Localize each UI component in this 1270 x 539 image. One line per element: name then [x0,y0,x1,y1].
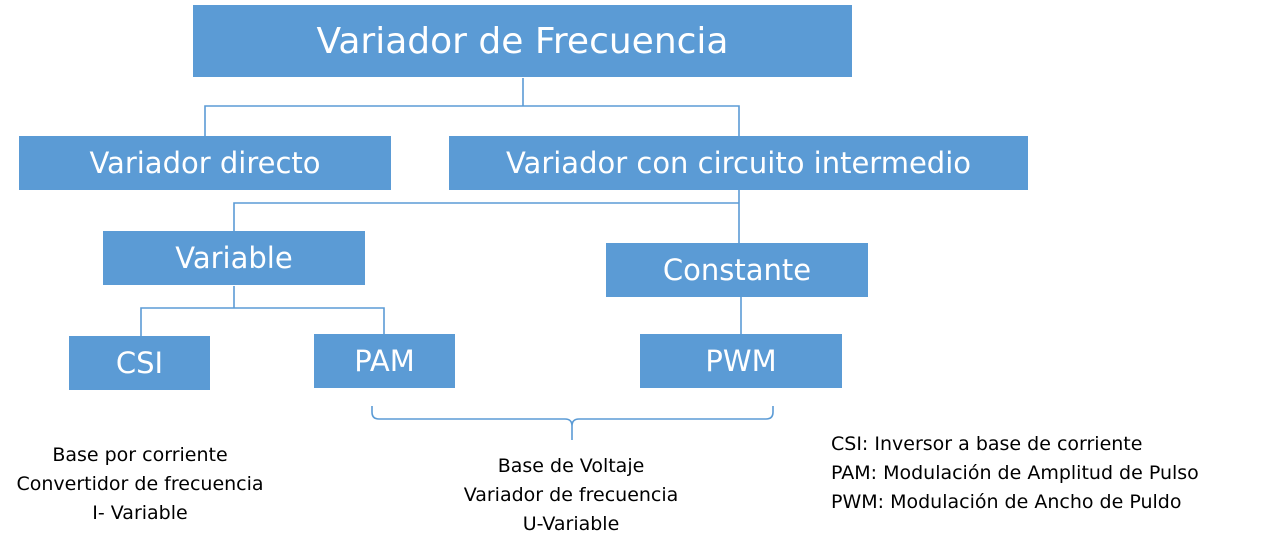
voltage-caption-line: Variador de frecuencia [463,484,679,506]
acronym-legend: CSI: Inversor a base de corriente PAM: M… [831,430,1199,517]
direct-variator-node: Variador directo [19,136,391,190]
connector-intermediate [233,190,740,243]
csi-node: CSI [69,336,210,390]
pam-node: PAM [314,334,455,388]
csi-caption-line: Convertidor de frecuencia [16,473,264,495]
legend-item: PWM: Modulación de Ancho de Puldo [831,491,1182,513]
pwm-node: PWM [640,334,842,388]
variable-node: Variable [103,231,365,285]
csi-caption: Base por corriente Convertidor de frecue… [0,441,280,528]
connector-root [204,78,740,136]
root-node: Variador de Frecuencia [193,5,852,77]
voltage-caption-line: U-Variable [522,513,620,535]
connector-variable [140,286,385,336]
intermediate-circuit-node: Variador con circuito intermedio [449,136,1028,190]
csi-caption-line: I- Variable [92,502,188,524]
legend-item: CSI: Inversor a base de corriente [831,433,1143,455]
csi-caption-line: Base por corriente [52,444,228,466]
legend-item: PAM: Modulación de Amplitud de Pulso [831,462,1199,484]
voltage-caption-line: Base de Voltaje [497,455,645,477]
constant-node: Constante [606,243,868,297]
voltage-brace [371,406,774,440]
voltage-caption: Base de Voltaje Variador de frecuencia U… [431,452,711,539]
